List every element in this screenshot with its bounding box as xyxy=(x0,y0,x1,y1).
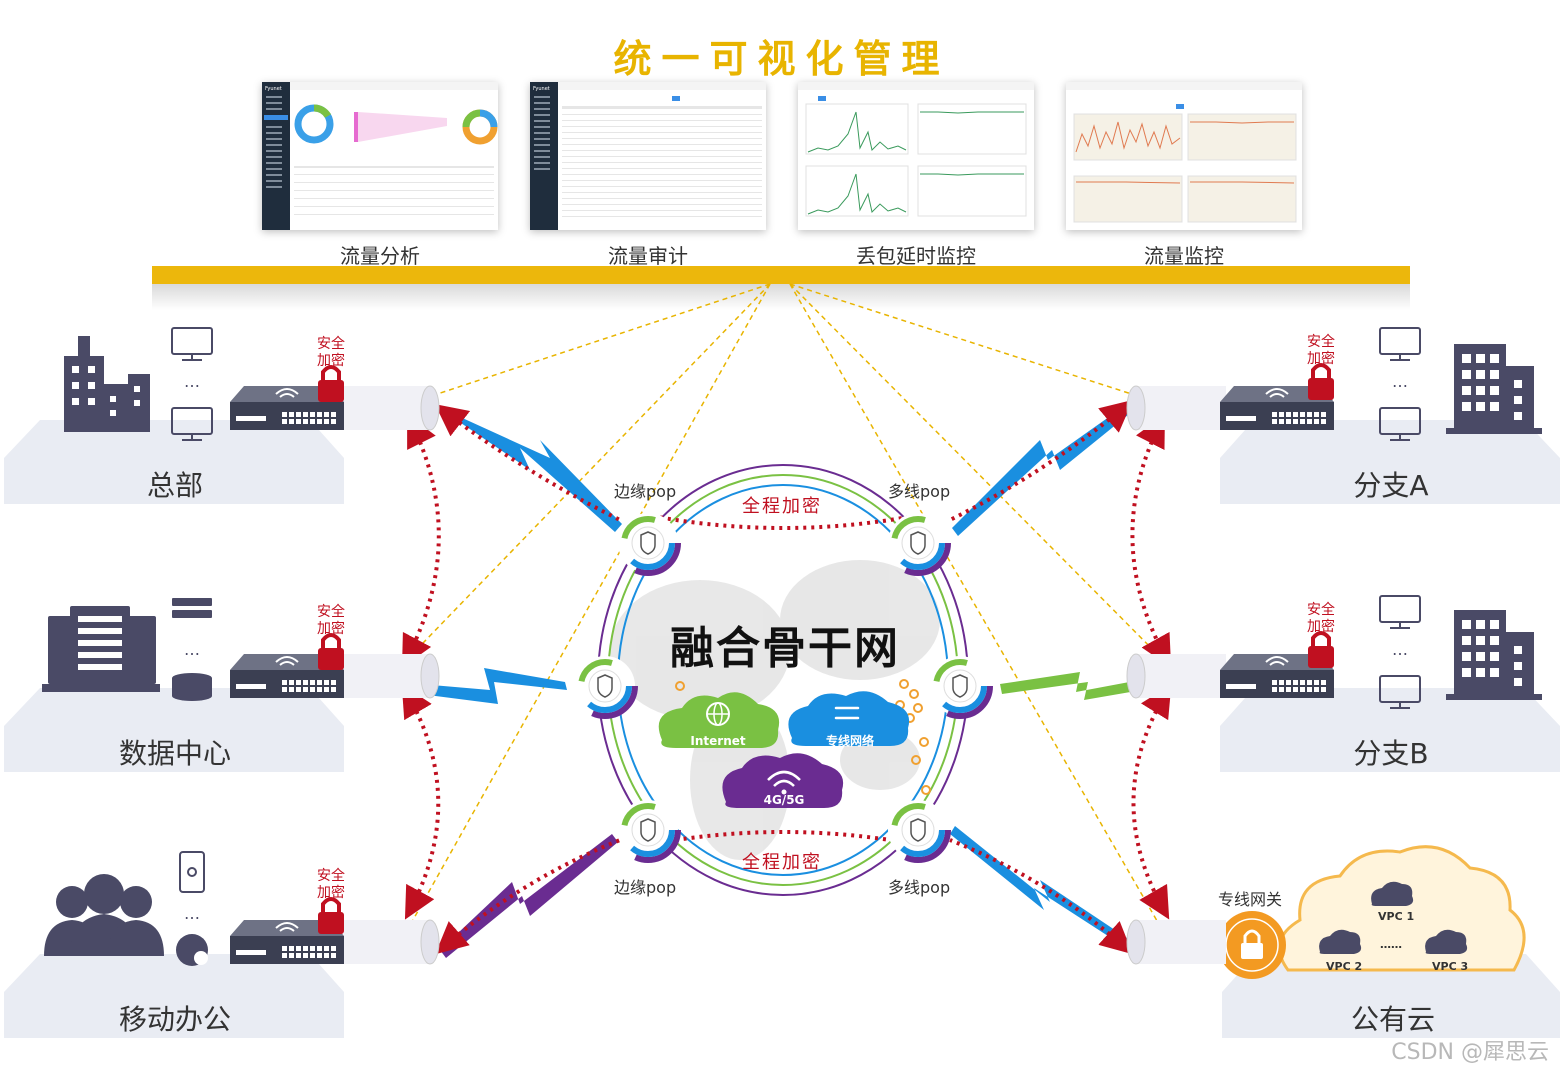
site-label-hq: 总部 xyxy=(146,469,203,502)
ellipsis: … xyxy=(1392,372,1408,391)
panel-label-traffic-analysis: 流量分析 xyxy=(340,244,420,268)
globe-user-icon xyxy=(176,934,208,966)
security-label: 安全加密 xyxy=(1307,334,1335,367)
vpc-label-1: VPC 1 xyxy=(1378,910,1415,923)
server-icon xyxy=(172,598,212,618)
database-icon xyxy=(172,673,212,701)
management-platform-bar xyxy=(152,266,1410,284)
monitor-icon xyxy=(1379,327,1421,709)
pop-nodes xyxy=(572,510,993,863)
panel-traffic-monitoring[interactable] xyxy=(1066,82,1302,230)
full-encryption-label-top: 全程加密 xyxy=(742,496,822,517)
pop-label-edge-top: 边缘pop xyxy=(614,482,677,501)
private-line-cloud xyxy=(788,691,910,746)
security-label: 安全加密 xyxy=(317,604,345,637)
vpc-label-3: VPC 3 xyxy=(1432,960,1469,973)
panel-packet-loss-latency[interactable] xyxy=(798,82,1034,230)
traffic-analysis-thumbnail: Fyunet xyxy=(262,82,498,230)
tunnel-pipes xyxy=(340,385,1226,965)
gateway-lock-icon xyxy=(1218,911,1286,979)
vpc-ellipsis: …… xyxy=(1380,938,1402,951)
server-rack-icon xyxy=(42,606,160,692)
internet-cloud xyxy=(658,692,780,748)
ellipsis: … xyxy=(184,904,200,923)
ellipsis: … xyxy=(1392,640,1408,659)
security-label: 安全加密 xyxy=(317,336,345,369)
vpc-label-2: VPC 2 xyxy=(1326,960,1363,973)
public-cloud-shape xyxy=(1278,845,1526,972)
router-devices xyxy=(230,386,1334,964)
backbone-title: 融合骨干网 xyxy=(670,623,900,674)
site-label-datacenter: 数据中心 xyxy=(118,737,231,770)
gateway-label: 专线网关 xyxy=(1218,890,1283,909)
vpc-cloud-icon xyxy=(1319,881,1468,954)
management-bar-shadow xyxy=(152,284,1410,310)
site-label-branch-b: 分支B xyxy=(1353,737,1429,770)
ellipsis: … xyxy=(184,640,200,659)
full-encryption-label-bottom: 全程加密 xyxy=(742,852,822,873)
thumb-brand: Fyunet xyxy=(533,86,550,92)
route-dots xyxy=(675,679,931,795)
pop-label-edge-bottom: 边缘pop xyxy=(614,878,677,897)
monitor-icon xyxy=(171,327,213,441)
encrypted-tunnels xyxy=(401,399,1172,955)
page-title: 统一可视化管理 xyxy=(613,37,950,81)
lock-icon xyxy=(318,363,1334,934)
pop-label-multiline-bottom: 多线pop xyxy=(888,878,951,897)
mobile-network-cloud xyxy=(722,753,844,808)
panel-label-packet-loss-latency: 丢包延时监控 xyxy=(856,244,976,268)
pop-label-multiline-top: 多线pop xyxy=(888,482,951,501)
panel-traffic-analysis[interactable]: Fyunet xyxy=(262,82,498,230)
site-label-public-cloud: 公有云 xyxy=(1350,1003,1435,1036)
traffic-monitoring-thumbnail xyxy=(1066,82,1302,223)
phone-icon xyxy=(179,851,205,893)
panel-traffic-audit[interactable]: Fyunet xyxy=(530,82,766,230)
site-label-branch-a: 分支A xyxy=(1353,469,1429,502)
traffic-audit-thumbnail: Fyunet xyxy=(530,82,766,230)
security-label: 安全加密 xyxy=(1307,602,1335,635)
users-group-icon xyxy=(44,874,164,956)
latency-thumbnail xyxy=(798,82,1034,217)
mobile-network-label: 4G/5G xyxy=(763,793,805,807)
management-links xyxy=(394,283,1176,953)
ellipsis: … xyxy=(184,372,200,391)
panel-label-traffic-monitoring: 流量监控 xyxy=(1144,244,1224,268)
watermark: CSDN @犀思云 xyxy=(1391,1040,1549,1065)
site-label-mobile: 移动办公 xyxy=(118,1003,231,1036)
panel-label-traffic-audit: 流量审计 xyxy=(608,244,688,268)
security-label: 安全加密 xyxy=(317,868,345,901)
internet-label: Internet xyxy=(690,734,746,748)
private-line-label: 专线网络 xyxy=(825,734,874,748)
thumb-brand: Fyunet xyxy=(265,86,282,92)
